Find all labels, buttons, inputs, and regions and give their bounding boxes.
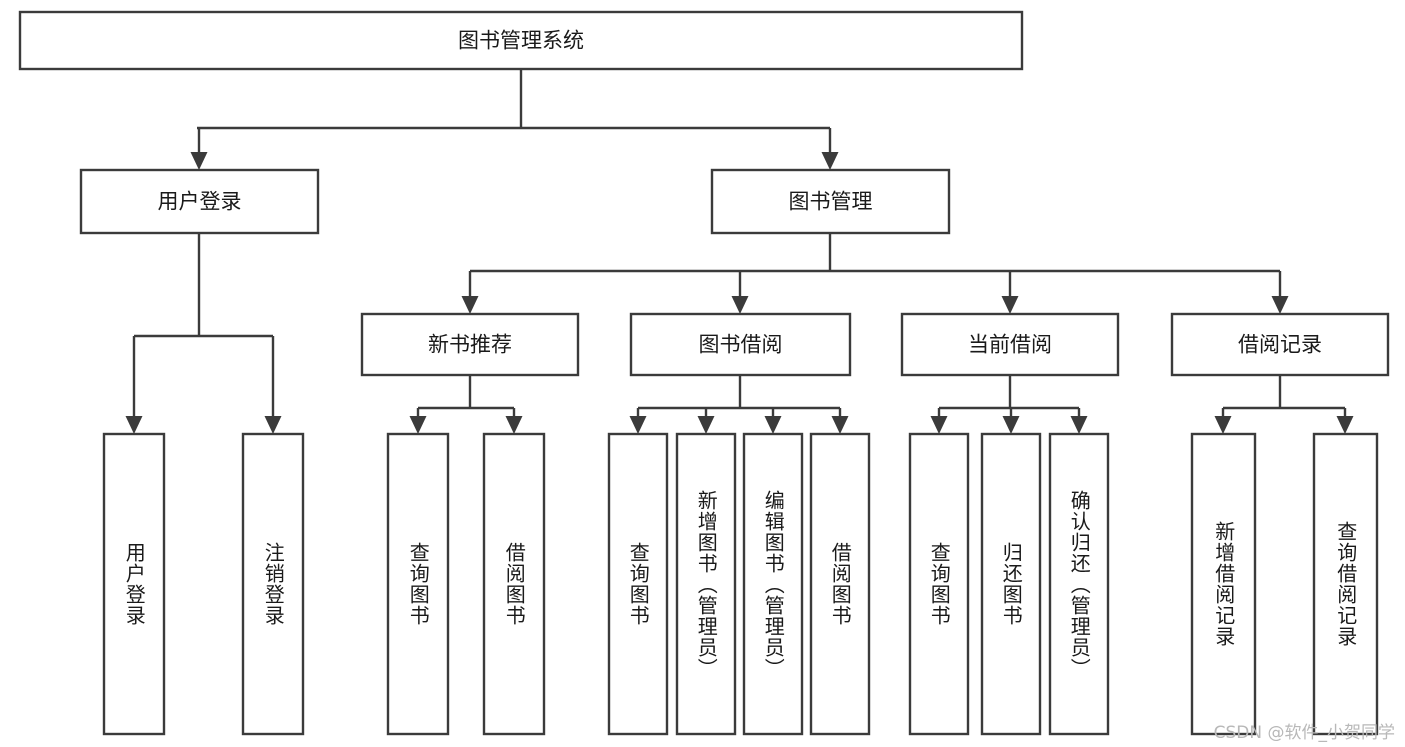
book-mgmt-to-level3-branch-0-arrowhead	[461, 296, 479, 314]
book-mgmt-to-level3-branch-3-arrowhead	[1271, 296, 1289, 314]
connector-layer	[125, 69, 1354, 434]
node-leaf-2[interactable]	[386, 432, 450, 736]
new-book-to-leaves-branch-0-arrowhead	[409, 416, 427, 434]
node-leaf-3[interactable]	[482, 432, 546, 736]
node-level3-3-label: 借阅记录	[1238, 333, 1322, 357]
borrow-to-leaves-branch-2-arrowhead	[764, 416, 782, 434]
root-to-level2-branch-1-arrowhead	[821, 152, 839, 170]
node-box-layer	[18, 10, 1390, 736]
current-to-leaves-branch-2-arrowhead	[1070, 416, 1088, 434]
node-level3-2[interactable]	[900, 312, 1120, 377]
node-leaf-8[interactable]	[908, 432, 970, 736]
user-login-to-leaves-branch-0-arrowhead	[125, 416, 143, 434]
records-to-leaves-branch-1-arrowhead	[1336, 416, 1354, 434]
node-level2-1-label: 图书管理	[789, 190, 873, 214]
node-leaf-1[interactable]	[241, 432, 305, 736]
node-leaf-10[interactable]	[1048, 432, 1110, 736]
node-level2-1[interactable]	[710, 168, 951, 235]
user-login-to-leaves-branch-1-arrowhead	[264, 416, 282, 434]
current-to-leaves-branch-0-arrowhead	[930, 416, 948, 434]
records-to-leaves-branch-0-arrowhead	[1214, 416, 1232, 434]
node-level3-0-label: 新书推荐	[428, 333, 512, 357]
node-level3-0[interactable]	[360, 312, 580, 377]
borrow-to-leaves-branch-0-arrowhead	[629, 416, 647, 434]
node-leaf-4[interactable]	[607, 432, 669, 736]
node-level3-1[interactable]	[629, 312, 852, 377]
node-root-label: 图书管理系统	[458, 29, 584, 53]
node-leaf-9[interactable]	[980, 432, 1042, 736]
node-level3-2-label: 当前借阅	[968, 333, 1052, 357]
node-level2-0[interactable]	[79, 168, 320, 235]
node-leaf-5[interactable]	[675, 432, 737, 736]
borrow-to-leaves-branch-1-arrowhead	[697, 416, 715, 434]
root-to-level2-branch-0-arrowhead	[190, 152, 208, 170]
node-leaf-7[interactable]	[809, 432, 871, 736]
book-mgmt-to-level3-branch-1-arrowhead	[731, 296, 749, 314]
new-book-to-leaves-branch-1-arrowhead	[505, 416, 523, 434]
node-level2-0-label: 用户登录	[158, 190, 242, 214]
node-leaf-0[interactable]	[102, 432, 166, 736]
node-root-图书管理系统[interactable]	[18, 10, 1024, 71]
node-leaf-12[interactable]	[1312, 432, 1379, 736]
node-leaf-11[interactable]	[1190, 432, 1257, 736]
current-to-leaves-branch-1-arrowhead	[1002, 416, 1020, 434]
watermark-text: CSDN @软件_小贺同学	[1213, 723, 1395, 743]
node-leaf-6[interactable]	[742, 432, 804, 736]
node-level3-1-label: 图书借阅	[699, 333, 783, 357]
book-mgmt-to-level3-branch-2-arrowhead	[1001, 296, 1019, 314]
borrow-to-leaves-branch-3-arrowhead	[831, 416, 849, 434]
node-level3-3[interactable]	[1170, 312, 1390, 377]
